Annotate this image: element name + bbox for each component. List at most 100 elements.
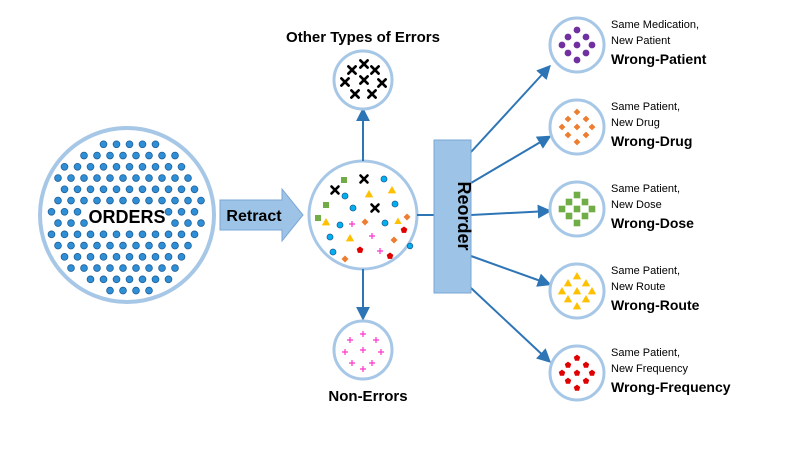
diamond-marker: [588, 123, 596, 131]
pentagon-marker: [400, 226, 408, 233]
dot-marker: [80, 241, 88, 250]
diamond-marker: [361, 218, 369, 226]
triangle-marker: [345, 234, 355, 242]
diamond-marker: [573, 123, 581, 131]
dot-marker: [112, 253, 121, 261]
triangle-marker: [387, 186, 397, 194]
diamond-marker: [573, 108, 581, 116]
reorder-label: Reorder: [454, 181, 474, 250]
plus-marker: [369, 360, 375, 366]
cross-marker: [370, 65, 380, 75]
dot-marker: [391, 200, 399, 208]
dot-marker: [67, 264, 75, 272]
dot-marker: [86, 275, 95, 284]
outcome-line2: New Route: [611, 281, 665, 293]
dot-marker: [197, 196, 205, 205]
dot-marker: [380, 175, 388, 183]
dot-marker: [67, 174, 75, 182]
cross-marker: [359, 75, 369, 85]
dot-marker: [145, 151, 153, 160]
dot-marker: [86, 230, 95, 239]
dot-marker: [60, 230, 69, 239]
dot-marker: [93, 151, 101, 160]
non-errors-markers: [342, 331, 384, 372]
plus-marker: [373, 337, 379, 343]
dot-marker: [138, 253, 147, 261]
triangle-marker: [563, 295, 573, 303]
dot-marker: [106, 151, 114, 160]
dot-marker: [190, 208, 199, 216]
dot-marker: [171, 264, 179, 272]
dot-marker: [190, 230, 199, 239]
triangle-marker: [581, 279, 591, 287]
cross-marker: [359, 59, 369, 69]
reorder-arrows: [470, 64, 552, 363]
dot-marker: [67, 196, 75, 205]
cross-marker: [347, 65, 357, 75]
dot-marker: [184, 174, 192, 182]
dot-marker: [99, 162, 108, 171]
dot-marker: [86, 253, 95, 261]
diamond-marker: [573, 138, 581, 146]
non-errors-group: Non-Errors: [328, 319, 408, 405]
triangle-marker: [572, 302, 582, 310]
other-errors-label: Other Types of Errors: [286, 29, 440, 46]
dot-marker: [158, 196, 166, 205]
cross-marker: [359, 174, 369, 184]
outcome-title: Wrong-Drug: [611, 133, 692, 149]
square-marker: [573, 205, 581, 213]
triangle-marker: [572, 287, 582, 295]
dot-marker: [329, 248, 337, 256]
square-marker: [323, 202, 329, 208]
cross-marker: [350, 89, 360, 99]
cross-marker: [330, 185, 340, 195]
dot-marker: [151, 185, 160, 194]
dot-marker: [145, 286, 153, 295]
other-errors-markers: [340, 59, 387, 99]
dot-marker: [106, 196, 114, 205]
square-marker: [565, 212, 573, 220]
outcome-line1: Same Medication,: [611, 19, 699, 31]
dot-marker: [112, 140, 121, 149]
dot-marker: [54, 241, 62, 250]
dot-marker: [125, 230, 134, 239]
cross-marker: [377, 78, 387, 88]
dot-marker: [112, 185, 121, 194]
dot-marker: [164, 275, 173, 284]
dot-marker: [138, 162, 147, 171]
triangle-marker: [572, 272, 582, 280]
dot-marker: [86, 185, 95, 194]
circle-marker: [588, 41, 596, 49]
dot-marker: [93, 174, 101, 182]
plus-marker: [342, 349, 348, 355]
dot-marker: [184, 241, 192, 250]
dot-marker: [125, 140, 134, 149]
dot-marker: [145, 241, 153, 250]
dot-marker: [93, 264, 101, 272]
dot-marker: [132, 264, 140, 272]
dot-marker: [80, 151, 88, 160]
dot-marker: [151, 230, 160, 239]
triangle-marker: [557, 287, 567, 295]
dot-marker: [132, 174, 140, 182]
dot-marker: [132, 241, 140, 250]
dot-marker: [171, 174, 179, 182]
retract-arrow: Retract: [219, 187, 304, 243]
dot-marker: [125, 185, 134, 194]
dot-marker: [138, 230, 147, 239]
dot-marker: [99, 275, 108, 284]
orders-label: ORDERS: [88, 207, 165, 227]
cross-marker: [367, 89, 377, 99]
dot-marker: [119, 174, 127, 182]
reorder-box: Reorder: [433, 139, 474, 294]
dot-marker: [119, 264, 127, 272]
dot-marker: [158, 241, 166, 250]
triangle-marker: [587, 287, 597, 295]
dot-marker: [171, 241, 179, 250]
non-errors-label: Non-Errors: [328, 388, 407, 405]
dot-marker: [73, 208, 82, 216]
circle-marker: [573, 56, 581, 64]
